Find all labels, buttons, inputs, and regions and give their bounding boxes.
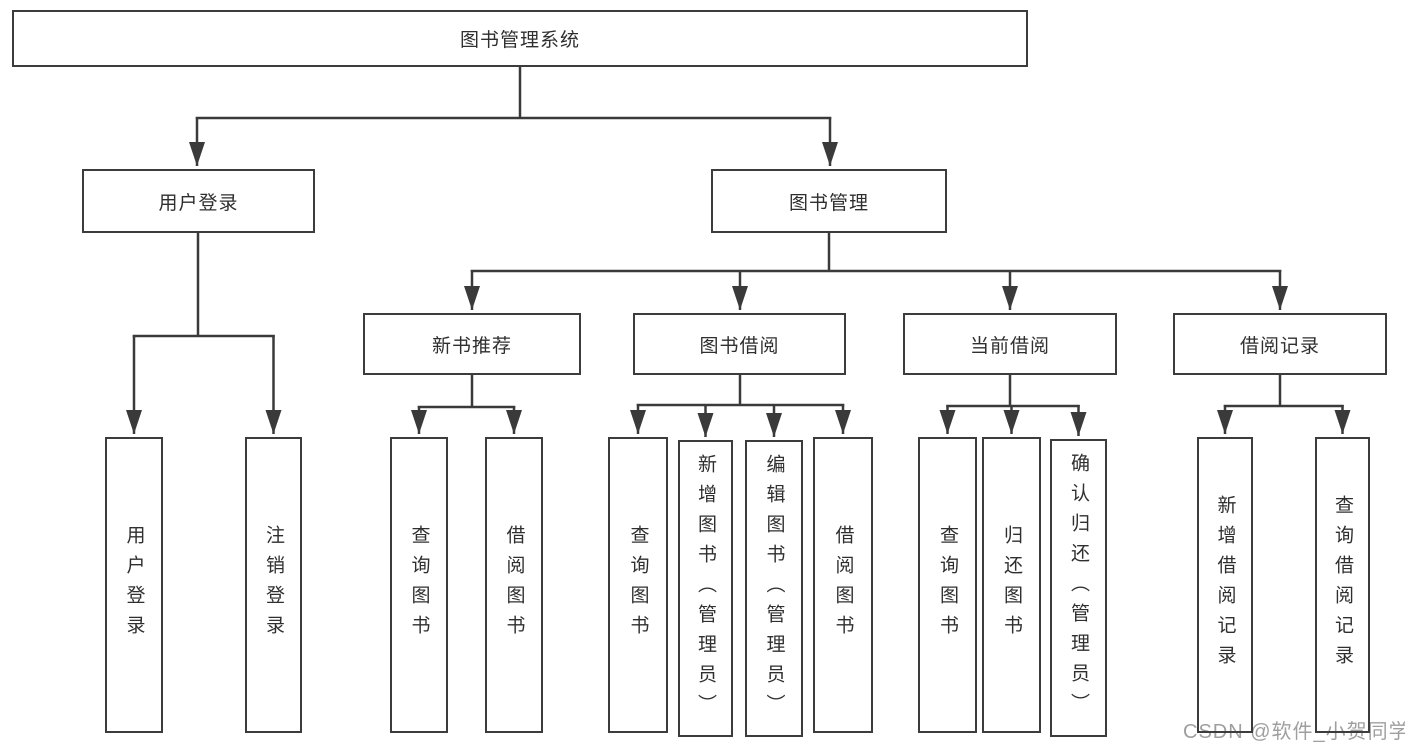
node-current-borrowing-label: 当前借阅 [969, 335, 1050, 357]
node-book-management: 图书管理 [711, 169, 947, 233]
node-new-book-recommend-label: 新书推荐 [431, 335, 512, 357]
leaf-query-books-3: 查询图书 [918, 437, 977, 733]
node-root: 图书管理系统 [12, 10, 1028, 67]
leaf-query-books-1: 查询图书 [390, 437, 448, 733]
leaf-edit-book-admin-label: 编辑图书（管理员） [763, 453, 785, 724]
leaf-add-borrow-record: 新增借阅记录 [1197, 437, 1253, 733]
leaf-return-book: 归还图书 [982, 437, 1041, 733]
leaf-query-books-1-label: 查询图书 [408, 525, 430, 645]
node-borrowing-records-label: 借阅记录 [1239, 335, 1320, 357]
leaf-add-book-admin: 新增图书（管理员） [678, 440, 733, 737]
leaf-borrow-books-1-label: 借阅图书 [503, 525, 525, 645]
leaf-query-borrow-record-label: 查询借阅记录 [1332, 495, 1353, 675]
node-borrowing-records: 借阅记录 [1173, 313, 1387, 375]
leaf-add-book-admin-label: 新增图书（管理员） [695, 453, 716, 724]
node-book-management-label: 图书管理 [788, 192, 869, 214]
csdn-watermark: CSDN @软件_小贺同学 [1183, 721, 1405, 743]
node-new-book-recommend: 新书推荐 [363, 313, 581, 375]
leaf-query-books-2: 查询图书 [608, 437, 668, 733]
node-current-borrowing: 当前借阅 [903, 313, 1117, 375]
leaf-confirm-return-admin: 确认归还（管理员） [1050, 439, 1107, 737]
leaf-query-borrow-record: 查询借阅记录 [1315, 437, 1370, 733]
node-user-login: 用户登录 [82, 169, 315, 233]
leaf-return-book-label: 归还图书 [1001, 525, 1022, 645]
leaf-confirm-return-admin-label: 确认归还（管理员） [1068, 453, 1089, 723]
leaf-query-books-3-label: 查询图书 [937, 525, 958, 645]
node-book-borrowing: 图书借阅 [633, 313, 846, 375]
leaf-borrow-books-2-label: 借阅图书 [832, 525, 854, 645]
leaf-edit-book-admin: 编辑图书（管理员） [745, 440, 803, 737]
leaf-borrow-books-2: 借阅图书 [813, 437, 873, 733]
node-book-borrowing-label: 图书借阅 [699, 335, 780, 357]
leaf-user-login: 用户登录 [105, 437, 163, 733]
leaf-logout-login: 注销登录 [245, 437, 302, 733]
leaf-user-login-label: 用户登录 [123, 525, 145, 645]
leaf-logout-login-label: 注销登录 [263, 525, 284, 645]
node-root-label: 图书管理系统 [459, 30, 580, 51]
leaf-add-borrow-record-label: 新增借阅记录 [1214, 495, 1236, 675]
leaf-borrow-books-1: 借阅图书 [485, 437, 543, 733]
leaf-query-books-2-label: 查询图书 [627, 525, 649, 645]
node-user-login-label: 用户登录 [158, 192, 239, 214]
